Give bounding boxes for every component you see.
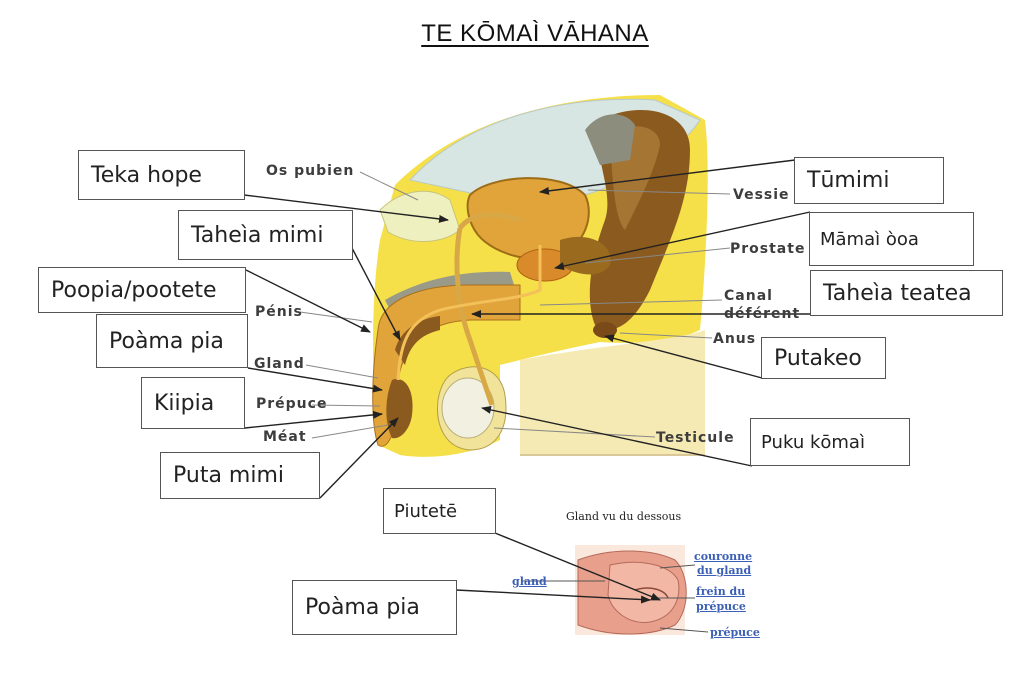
link-frein[interactable]: frein du (696, 585, 746, 598)
label-prepuce: Prépuce (256, 396, 328, 412)
link-prepuce[interactable]: prépuce (710, 626, 760, 639)
label-anus: Anus (713, 331, 757, 347)
pelvis-illustration (372, 95, 708, 457)
label-text: Poàma pia (109, 328, 224, 354)
label-vessie: Vessie (733, 187, 790, 203)
label-text: Poàma pia (305, 595, 420, 620)
label-box-puta-mimi: Puta mimi (160, 452, 320, 499)
link-frein-prepuce[interactable]: prépuce (696, 600, 746, 613)
label-canal: Canal (724, 288, 773, 304)
label-text: Taheìa teatea (823, 280, 972, 306)
label-text: Poopia/pootete (51, 277, 217, 303)
label-box-teka-hope: Teka hope (78, 150, 245, 200)
label-text: Tūmimi (807, 168, 890, 193)
arrow-tumimi (539, 159, 796, 195)
page-title: TE KŌMAÌ VĀHANA (421, 20, 649, 47)
label-penis: Pénis (255, 304, 303, 320)
label-prostate: Prostate (730, 241, 806, 257)
label-text: Kiipia (154, 390, 215, 416)
arrow-piutete (494, 532, 661, 601)
label-os-pubien: Os pubien (266, 163, 355, 179)
label-box-kiipia: Kiipia (141, 377, 245, 429)
link-du-gland[interactable]: du gland (697, 564, 752, 577)
gland-view-title: Gland vu du dessous (566, 510, 682, 523)
label-text: Puta mimi (173, 463, 285, 488)
arrow-putakeo (604, 334, 763, 379)
label-arrows (243, 159, 811, 604)
french-leader-lines (299, 171, 731, 439)
arrow-mamai-ooa (554, 211, 811, 270)
arrow-kiipia (244, 410, 383, 429)
arrow-poama-pia-2 (455, 589, 651, 604)
label-testicule: Testicule (656, 430, 735, 446)
label-box-putakeo: Putakeo (761, 337, 886, 379)
label-box-taheia-teatea: Taheìa teatea (810, 270, 1003, 316)
arrow-taheia-mimi (351, 247, 401, 341)
label-text: Taheìa mimi (191, 222, 324, 248)
label-box-puku-komai: Puku kōmaì (750, 418, 910, 466)
arrow-puta-mimi (319, 417, 399, 499)
label-box-poopia-pootete: Poopia/pootete (38, 267, 246, 313)
label-text: Puku kōmaì (761, 431, 865, 453)
label-deferent: déférent (724, 306, 801, 322)
arrow-poopia (245, 269, 371, 333)
arrow-teka-hope (243, 194, 449, 223)
arrow-puku-komai (481, 405, 753, 467)
gland-view-illustration (522, 545, 709, 635)
label-box-mamai-ooa: Māmaì òoa (809, 212, 974, 266)
label-box-piutete: Piutetē (383, 488, 496, 534)
label-text: Teka hope (91, 162, 202, 188)
label-box-poama-pia-2: Poàma pia (292, 580, 457, 635)
label-gland: Gland (254, 356, 305, 372)
label-box-taheia-mimi: Taheìa mimi (178, 210, 353, 260)
label-text: Māmaì òoa (820, 228, 919, 250)
label-meat: Méat (263, 429, 307, 445)
label-box-tumimi: Tūmimi (794, 157, 944, 204)
label-text: Putakeo (774, 345, 862, 371)
link-couronne[interactable]: couronne (694, 550, 753, 563)
label-text: Piutetē (394, 500, 458, 522)
label-box-poama-pia-1: Poàma pia (96, 314, 248, 368)
arrow-poama-pia-1 (247, 367, 383, 393)
link-gland[interactable]: gland (512, 575, 547, 588)
